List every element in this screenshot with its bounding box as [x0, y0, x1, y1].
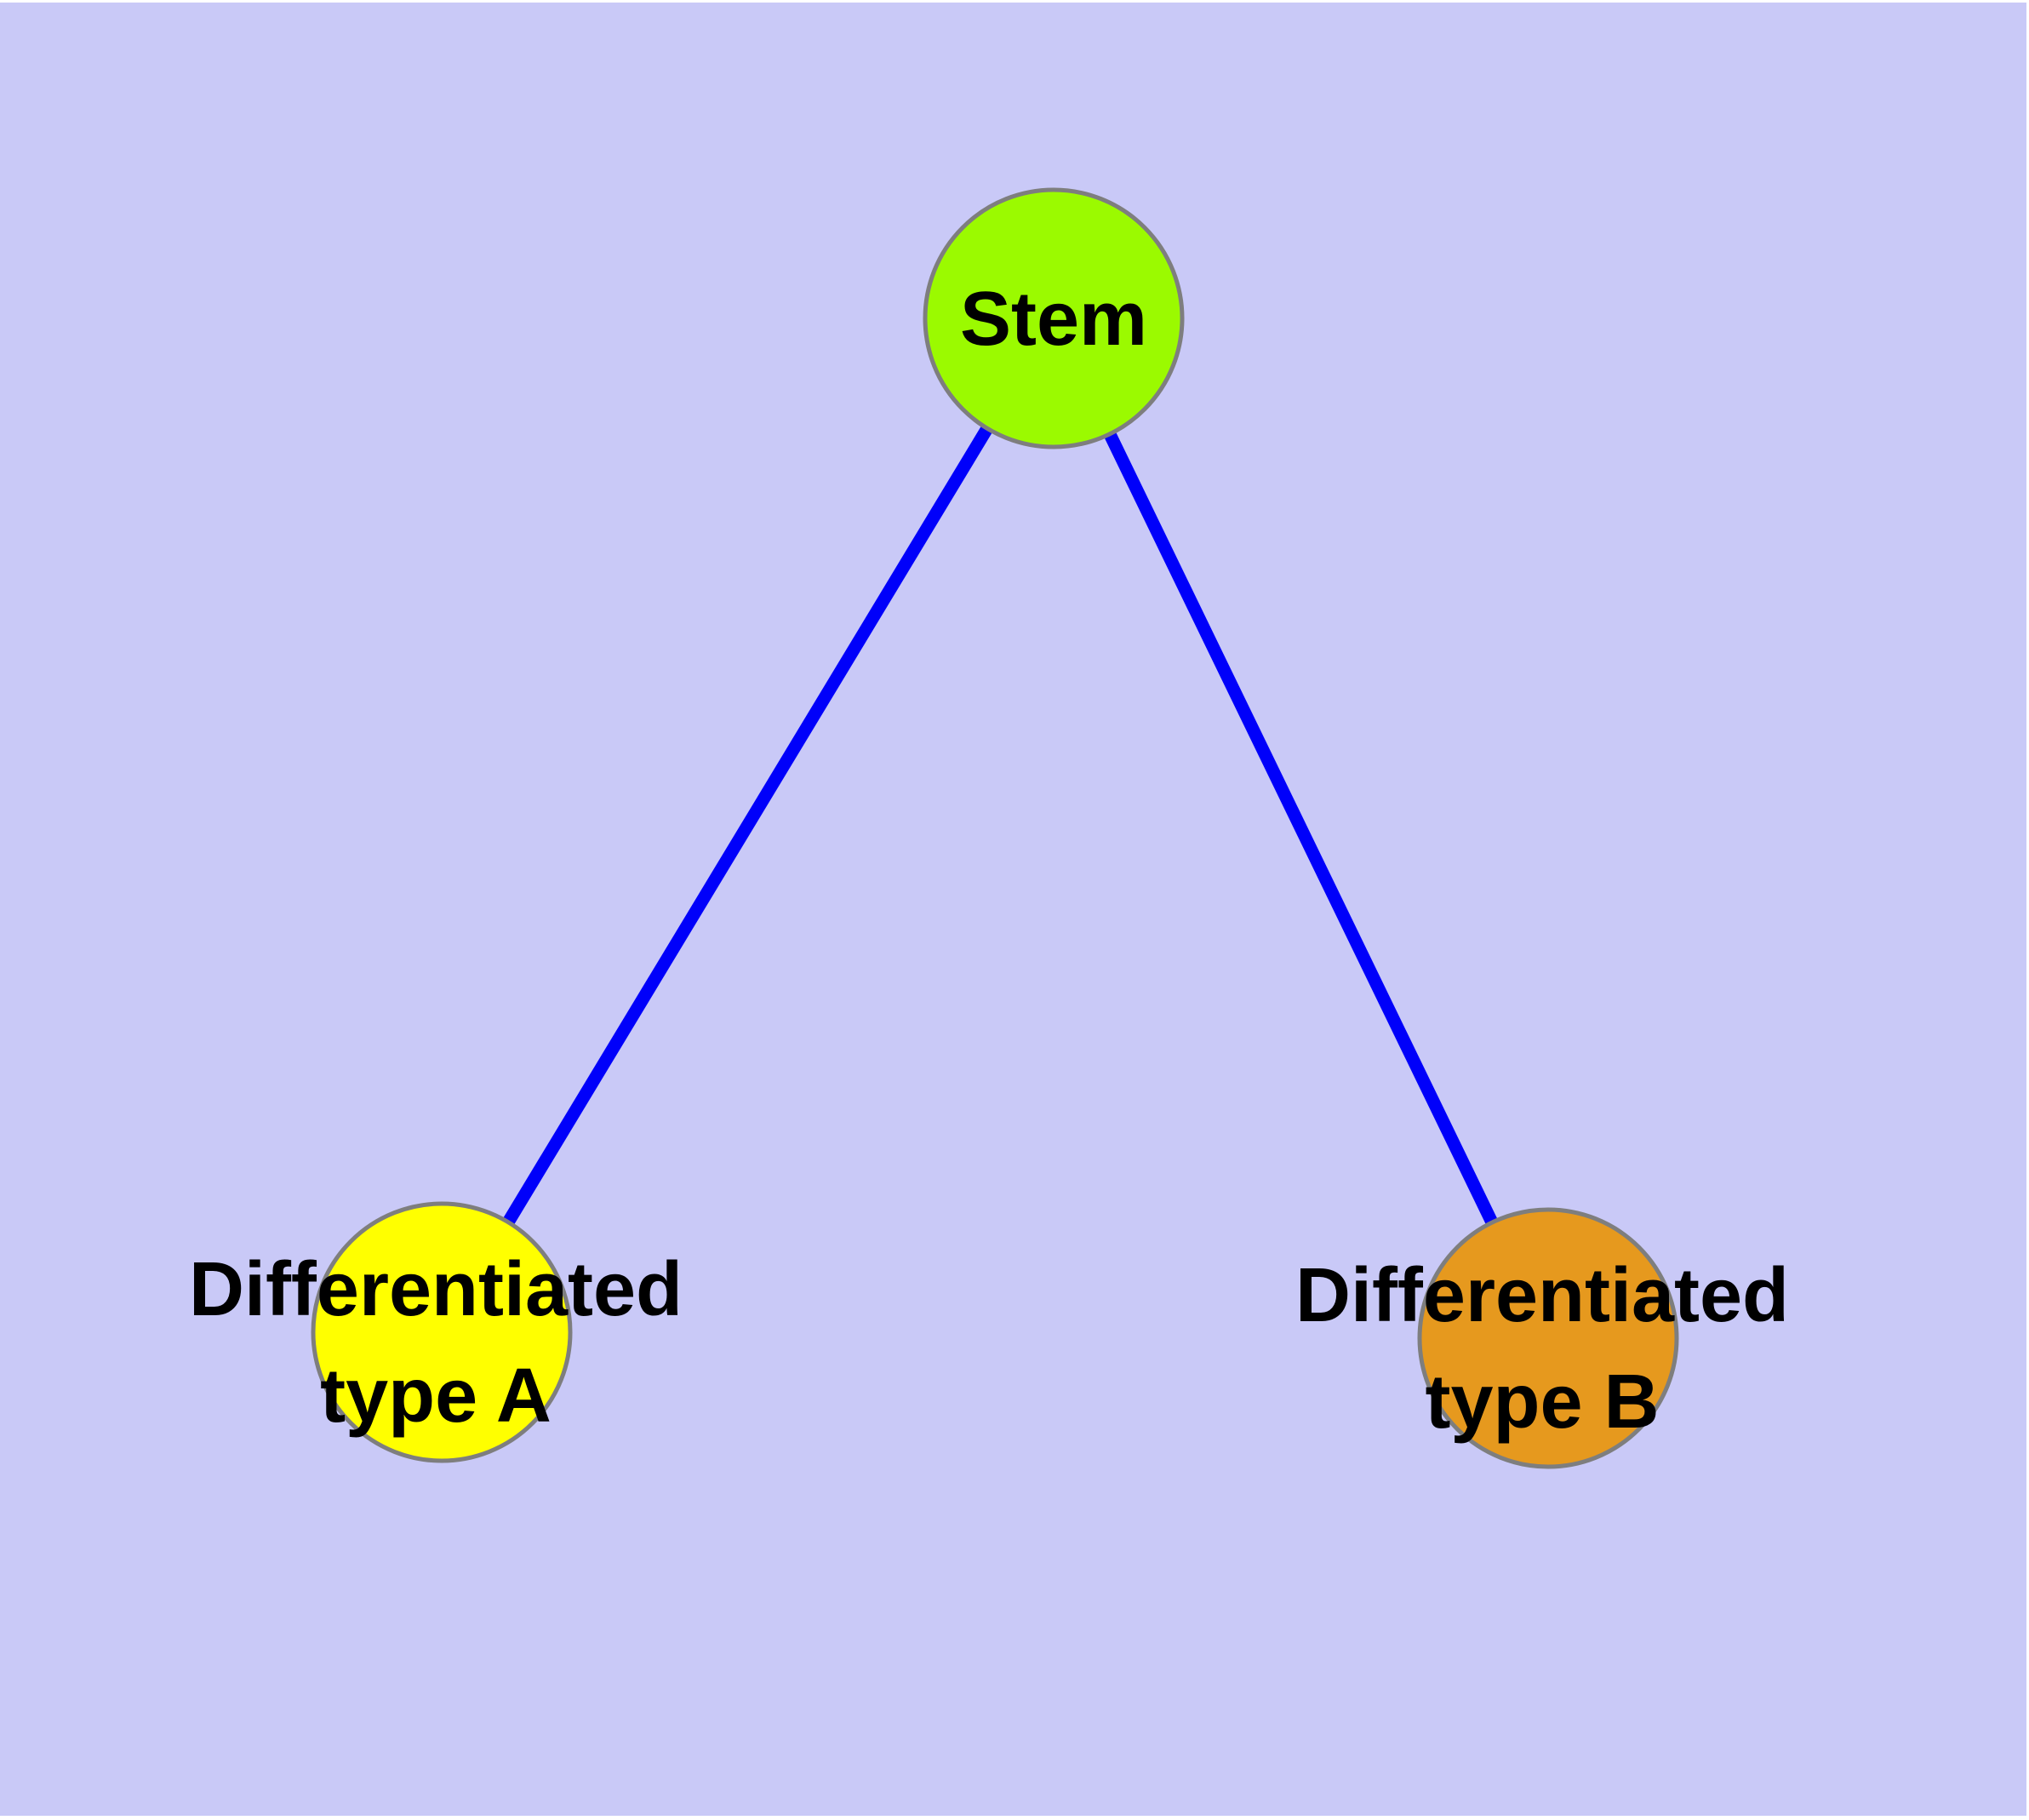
node-type-b-circle: [1417, 1207, 1679, 1469]
node-type-a-label-line2: type A: [320, 1354, 552, 1439]
node-differentiated-type-b: Differentiated type B: [1295, 1207, 1789, 1469]
node-stem-circle: [923, 187, 1185, 449]
node-type-a-label-line1: Differentiated: [189, 1247, 683, 1332]
edge-stem-to-type-a: [436, 315, 1060, 1336]
node-type-b-label-line2: type B: [1425, 1359, 1659, 1445]
edge-stem-to-type-b: [1048, 315, 1554, 1342]
node-stem-label: Stem: [960, 277, 1147, 362]
node-differentiated-type-a: Differentiated type A: [189, 1201, 683, 1463]
node-stem: Stem: [923, 187, 1185, 449]
node-type-a-circle: [311, 1201, 573, 1463]
node-type-b-label-line1: Differentiated: [1295, 1253, 1789, 1338]
